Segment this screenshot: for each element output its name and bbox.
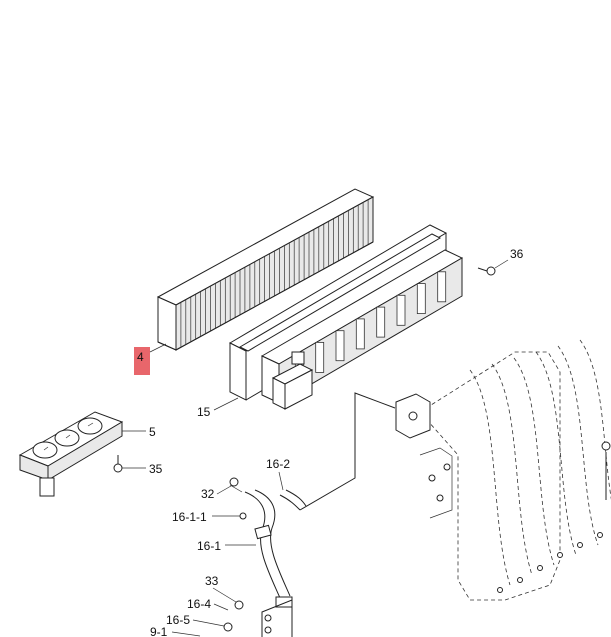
highlight-box [134, 347, 150, 375]
control-panel-part-5[interactable] [18, 411, 124, 497]
firewall-rib [469, 369, 511, 586]
housing-rib [396, 294, 406, 326]
callout-label-32: 32 [201, 487, 215, 501]
filter-housing-part-15[interactable] [228, 224, 464, 410]
air-filter-part-4[interactable] [156, 188, 375, 351]
hose-assembly[interactable] [229, 477, 307, 608]
housing-rib [335, 330, 345, 362]
firewall-rib [557, 345, 599, 546]
callout-label-16-1: 16-1 [197, 539, 221, 553]
callout-label-36: 36 [510, 247, 524, 261]
callout-4-highlight[interactable]: 4 [134, 343, 167, 375]
callout-label-16-4: 16-4 [187, 597, 211, 611]
callout-label-16-2: 16-2 [266, 457, 290, 471]
bottom-bracket [261, 599, 293, 637]
callout-label-15: 15 [197, 405, 211, 419]
firewall-rib [535, 351, 577, 556]
callout-label-16-1-1: 16-1-1 [172, 510, 207, 524]
firewall-rib [491, 363, 533, 576]
housing-rib [437, 271, 447, 303]
firewall-rib [513, 357, 555, 566]
cab-firewall-reference [395, 339, 611, 601]
callout-label-4: 4 [137, 350, 144, 364]
callout-label-16-5: 16-5 [166, 613, 190, 627]
firewall-rib [579, 339, 611, 500]
callout-label-35: 35 [149, 462, 163, 476]
housing-rib [355, 318, 365, 350]
housing-rib [315, 341, 325, 373]
callout-label-33: 33 [205, 574, 219, 588]
housing-rib [416, 283, 426, 315]
callout-label-5: 5 [149, 425, 156, 439]
bolt-part-36[interactable] [477, 259, 509, 276]
screw-part-35[interactable] [113, 455, 146, 473]
callout-label-9-1: 9-1 [150, 625, 168, 637]
housing-rib [376, 306, 386, 338]
